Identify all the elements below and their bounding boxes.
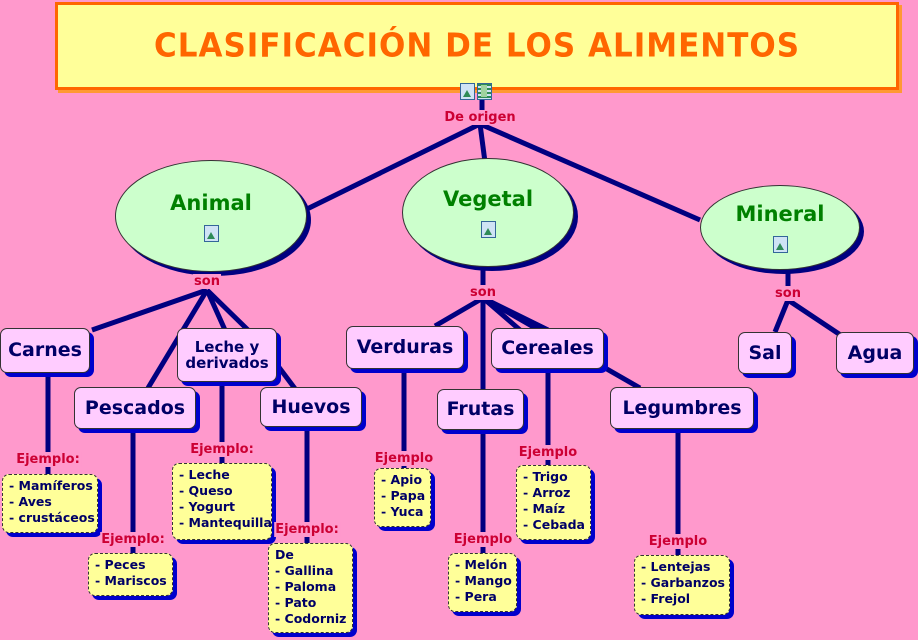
example-item: - crustáceos (9, 510, 95, 525)
example-item: - Yuca (381, 504, 424, 519)
example-box[interactable]: - Trigo- Arroz- Maíz- Cebada (516, 465, 591, 540)
connector-line (479, 121, 701, 223)
example-link-label: Ejemplo: (274, 522, 340, 537)
map-title: CLASIFICACIÓN DE LOS ALIMENTOS (153, 27, 801, 65)
link-label-son: son (193, 274, 221, 289)
connector-line (204, 288, 228, 332)
example-link-label: Ejemplo (373, 451, 435, 466)
example-item: - Arroz (523, 485, 571, 500)
example-link-label: Ejemplo: (100, 532, 166, 547)
concept-legumbres[interactable]: Legumbres (610, 387, 754, 429)
example-item: - Gallina (275, 563, 334, 578)
image-icon[interactable] (460, 83, 475, 100)
link-label-son: son (469, 285, 497, 300)
example-item: - Mamíferos (9, 478, 93, 493)
example-item: - Garbanzos (641, 575, 725, 590)
image-icon[interactable] (480, 221, 496, 238)
root-resources (460, 83, 492, 100)
example-item: - Maíz (523, 501, 565, 516)
connector-line (205, 288, 250, 332)
example-link-label: Ejemplo: (15, 452, 81, 467)
category-label: Mineral (735, 202, 825, 226)
concept-agua[interactable]: Agua (836, 332, 914, 374)
link-label-son: son (774, 286, 802, 301)
concept-huevos[interactable]: Huevos (260, 387, 362, 427)
example-link-label: Ejemplo (517, 445, 579, 460)
example-item: - Frejol (641, 591, 691, 606)
category-animal[interactable]: Animal (115, 160, 307, 272)
example-item: De (275, 547, 294, 562)
category-label: Vegetal (442, 187, 534, 211)
example-item: - Codorniz (275, 611, 347, 626)
example-link-label: Ejemplo (647, 534, 709, 549)
concept-carnes[interactable]: Carnes (0, 328, 90, 373)
example-item: - Pato (275, 595, 317, 610)
concept-frutas[interactable]: Frutas (437, 389, 524, 430)
example-item: - Cebada (523, 517, 585, 532)
connector-line (477, 123, 488, 163)
example-item: - Paloma (275, 579, 337, 594)
example-box[interactable]: - Mamíferos- Aves- crustáceos (2, 474, 98, 533)
example-item: - Mantequilla (179, 515, 272, 530)
connector-line (433, 295, 485, 329)
connector-line (772, 299, 791, 333)
example-link-label: Ejemplo: (189, 442, 255, 457)
example-box[interactable]: - Lentejas- Garbanzos- Frejol (634, 555, 730, 615)
video-icon[interactable] (477, 83, 492, 100)
concept-pescados[interactable]: Pescados (74, 387, 196, 429)
image-icon[interactable] (772, 236, 788, 253)
connector-line (273, 360, 298, 392)
image-icon[interactable] (203, 224, 219, 242)
connector-line (786, 297, 847, 341)
example-box[interactable]: - Apio- Papa- Yuca (374, 468, 431, 527)
example-item: - Apio (381, 472, 423, 487)
connector-line (303, 121, 482, 213)
example-item: - Mango (455, 573, 512, 588)
example-item: - Trigo (523, 469, 568, 484)
example-box[interactable]: - Leche- Queso- Yogurt- Mantequilla (172, 463, 272, 540)
example-box[interactable]: - Peces- Mariscos (88, 553, 173, 596)
concept-cereales[interactable]: Cereales (491, 328, 604, 369)
example-item: - Peces (95, 557, 146, 572)
concept-verduras[interactable]: Verduras (346, 326, 464, 369)
example-box[interactable]: De- Gallina- Paloma- Pato- Codorniz (268, 543, 353, 633)
example-item: - Queso (179, 483, 233, 498)
example-box[interactable]: - Melón- Mango- Pera (448, 553, 517, 612)
category-label: Animal (170, 190, 252, 215)
title-box: CLASIFICACIÓN DE LOS ALIMENTOS (55, 2, 899, 90)
example-item: - Papa (381, 488, 426, 503)
example-item: - Pera (455, 589, 497, 604)
connector-line (91, 287, 208, 333)
example-item: - Leche (179, 467, 230, 482)
concept-leche-y-derivados[interactable]: Leche y derivados (177, 328, 277, 382)
example-item: - Yogurt (179, 499, 236, 514)
category-vegetal[interactable]: Vegetal (402, 158, 574, 267)
example-link-label: Ejemplo (452, 532, 514, 547)
example-item: - Melón (455, 557, 508, 572)
category-mineral[interactable]: Mineral (700, 185, 860, 270)
root-link-label: De origen (443, 110, 517, 125)
concept-sal[interactable]: Sal (738, 332, 792, 374)
example-item: - Mariscos (95, 573, 167, 588)
example-item: - Lentejas (641, 559, 711, 574)
example-item: - Aves (9, 494, 52, 509)
